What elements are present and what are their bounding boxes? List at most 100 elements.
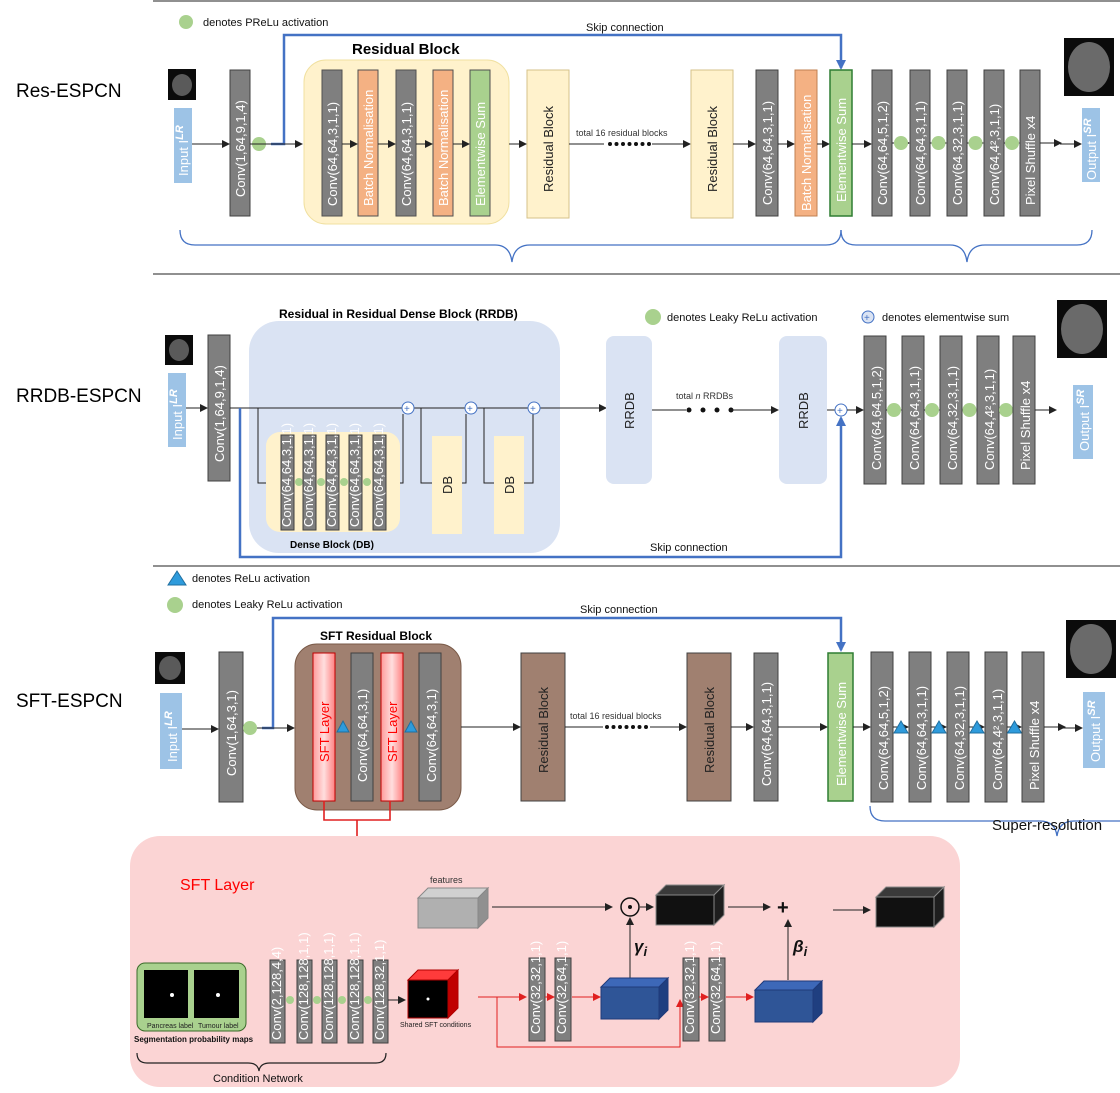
sft-tail-2-label: Conv(64,64,3,1,1) <box>914 686 929 790</box>
sft-conv-2 <box>418 652 442 802</box>
plus-symbol: + <box>777 897 789 919</box>
res-espcn-row: Res-ESPCN denotes PReLu activation Skip … <box>16 15 1114 263</box>
cond-conv-4 <box>347 959 364 1044</box>
rb-layer-5 <box>469 69 491 217</box>
gamma-label: γi <box>634 937 647 959</box>
odot-center <box>628 905 632 909</box>
sft-dot-7 <box>644 725 648 729</box>
rrdb-tail-1-label: Conv(64,64,5,1,2) <box>869 366 884 470</box>
sft-tail-1-label: Conv(64,64,5,1,2) <box>876 686 891 790</box>
shared-conditions-label: Shared SFT conditions <box>400 1022 472 1029</box>
sft-espcn-row: SFT-ESPCN denotes ReLu activation denote… <box>16 570 1120 837</box>
cond-conv-2-label: Conv(128,128,1,1) <box>296 932 311 1040</box>
condition-network-convs: Conv(2,128,4,4)Conv(128,128,1,1)Conv(128… <box>269 932 389 1044</box>
sft-detail-title: SFT Layer <box>180 877 255 894</box>
dense-block-convs: Conv(64,64,3,1,1)Conv(64,64,3,1,1)Conv(6… <box>279 423 387 531</box>
gamma-conv-2 <box>554 957 572 1042</box>
res-act-1 <box>894 136 908 150</box>
sft-dot-5 <box>631 725 635 729</box>
rrdb-title: Residual in Residual Dense Block (RRDB) <box>279 307 518 321</box>
modulated-cube <box>654 883 726 927</box>
ellipsis-dots-rrdb <box>686 407 734 413</box>
cond-conv-2 <box>296 959 313 1044</box>
rrdb-espcn-row: RRDB-ESPCN denotes Leaky ReLu activation… <box>16 300 1107 559</box>
rrdb-act-4 <box>999 403 1013 417</box>
rrdb-box-1-label: RRDB <box>622 392 637 429</box>
gamma-branch-convs: Conv(32,32,1,1)Conv(32,64,1,1) <box>528 941 572 1042</box>
relu-sft-1 <box>336 719 350 733</box>
conv-in-sft-label: Conv(1,64,3,1) <box>224 690 239 776</box>
prelu-legend: denotes PReLu activation <box>203 17 328 29</box>
sft-dot-6 <box>637 725 642 729</box>
sum-mid-sft <box>827 652 854 802</box>
sft-act-3 <box>969 720 985 734</box>
db-act-1 <box>295 478 303 486</box>
db-conv-2-label: Conv(64,64,3,1,1) <box>301 423 316 527</box>
residual-block-title-res: Residual Block <box>352 41 460 58</box>
brace-sft <box>869 805 1120 837</box>
sum-node-3 <box>527 401 541 415</box>
red-arrow-beta-in <box>496 997 684 1048</box>
ct-slice-res-out <box>1068 42 1110 92</box>
skip-connection-arrow-rrdb <box>238 408 846 559</box>
sft-layer-2-label: SFT Layer <box>385 701 400 762</box>
db-act-2 <box>317 478 325 486</box>
output-box-sft <box>1083 692 1105 768</box>
sft-layer-2 <box>380 652 404 802</box>
res-act-3 <box>968 136 983 150</box>
input-box-rrdb <box>168 373 186 447</box>
db-conv-3 <box>325 434 340 531</box>
cond-conv-5 <box>372 959 389 1044</box>
db-act-3 <box>340 478 348 486</box>
res-act-4 <box>1005 136 1019 150</box>
gamma-conv-1-label: Conv(32,32,1,1) <box>528 941 543 1034</box>
cond-conv-5-label: Conv(128,32,1,1) <box>372 940 387 1040</box>
condition-network-label: Condition Network <box>213 1073 303 1085</box>
rrdb-act-1 <box>887 403 901 417</box>
leaky-legend-icon-sft <box>167 597 183 613</box>
rrdb-act-2 <box>925 403 939 417</box>
residual-block-2-res-label: Residual Block <box>705 106 720 192</box>
beta-tensor <box>753 979 824 1024</box>
cond-conv-1 <box>269 959 286 1044</box>
sum-node-1 <box>401 401 415 415</box>
output-label-res: Output ISR <box>1082 118 1099 180</box>
input-label-rrdb: Input ILR <box>168 389 185 440</box>
rrdb-box-2-label: RRDB <box>796 392 811 429</box>
ct-slice-rrdb-in <box>169 339 189 361</box>
residual-block-1-sft <box>520 652 566 802</box>
tumour-spot <box>216 993 220 997</box>
ct-slice-rrdb-out <box>1061 304 1103 354</box>
cond-act-3 <box>338 996 346 1004</box>
pancreas-spot <box>170 993 174 997</box>
sft-layer-detail: SFT Layer features + γi βi <box>130 836 960 1087</box>
beta-conv-1-label: Conv(32,32,1,1) <box>682 941 697 1034</box>
super-resolution-label: Super-resolution <box>992 817 1102 834</box>
rrdb-box-2 <box>779 336 827 484</box>
rb-layer-2-label: Batch Normalisation <box>361 90 376 206</box>
row-label-rrdb: RRDB-ESPCN <box>16 386 142 407</box>
db-box-1-label: DB <box>440 476 455 494</box>
bn-mid-res-label: Batch Normalisation <box>799 95 814 211</box>
cond-act-2 <box>313 996 321 1004</box>
cond-conv-3 <box>321 959 338 1044</box>
beta-branch-convs: Conv(32,32,1,1)Conv(32,64,1,1) <box>682 941 726 1042</box>
sft-block-title: SFT Residual Block <box>320 629 432 643</box>
row-label-sft: SFT-ESPCN <box>16 691 123 712</box>
skip-label-res: Skip connection <box>586 22 664 34</box>
ellipsis-dots-res <box>608 142 651 146</box>
pancreas-map <box>144 970 188 1018</box>
sft-dot-2 <box>611 725 616 729</box>
tail-layers-rrdb: Conv(64,64,5,1,2)Conv(64,64,3,1,1)Conv(6… <box>863 335 1057 485</box>
rb-layer-2 <box>357 69 379 217</box>
sft-tail-3-label: Conv(64,32,3,1,1) <box>952 686 967 790</box>
input-label-sft: Input ILR <box>163 711 180 762</box>
gamma-conv-1 <box>528 957 546 1042</box>
bn-mid-res <box>794 69 818 217</box>
rb-layer-1 <box>321 69 343 217</box>
odot-symbol <box>620 897 640 917</box>
output-cube <box>874 885 946 929</box>
tail-layers-sft: Conv(64,64,5,1,2) Conv(64,64,3,1,1) Conv(6… <box>870 651 1066 803</box>
rb-layer-3 <box>395 69 417 217</box>
total-rrdb: total n RRDBs <box>676 391 734 401</box>
